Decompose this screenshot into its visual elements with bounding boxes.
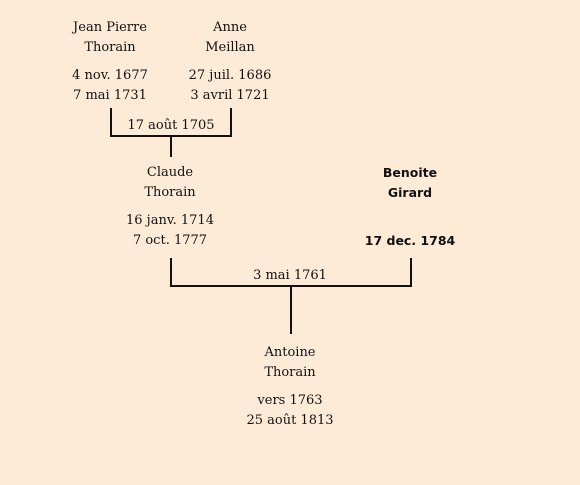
person-death-date: 7 mai 1731	[73, 88, 147, 103]
person-death-date: 17 dec. 1784	[364, 233, 456, 248]
person-first-name: Antoine	[264, 345, 316, 360]
person-birth-date	[335, 211, 485, 231]
person-last-name: Meillan	[205, 40, 255, 55]
person-last-name: Thorain	[264, 365, 316, 380]
person-anne-meillan[interactable]: Anne Meillan 27 juil. 1686 3 avril 1721	[155, 18, 305, 106]
person-jean-pierre-thorain[interactable]: Jean Pierre Thorain 4 nov. 1677 7 mai 17…	[35, 18, 185, 106]
person-first-name: Jean Pierre	[73, 20, 147, 35]
person-benoite-girard[interactable]: Benoite Girard 17 dec. 1784	[335, 163, 485, 251]
marriage-date-2: 3 mai 1761	[253, 268, 327, 283]
person-birth-date: 27 juil. 1686	[188, 68, 272, 83]
person-antoine-thorain[interactable]: Antoine Thorain vers 1763 25 août 1813	[215, 343, 365, 431]
person-birth-date: 4 nov. 1677	[72, 68, 148, 83]
person-death-date: 25 août 1813	[246, 413, 334, 428]
person-death-date: 3 avril 1721	[190, 88, 270, 103]
person-last-name: Thorain	[144, 185, 196, 200]
marriage-date-1: 17 août 1705	[127, 118, 215, 133]
person-death-date: 7 oct. 1777	[132, 233, 208, 248]
person-first-name: Claude	[146, 165, 194, 180]
person-birth-date: vers 1763	[257, 393, 323, 408]
person-last-name: Thorain	[84, 40, 136, 55]
person-first-name: Benoite	[382, 165, 438, 180]
person-birth-date: 16 janv. 1714	[126, 213, 214, 228]
person-claude-thorain[interactable]: Claude Thorain 16 janv. 1714 7 oct. 1777	[95, 163, 245, 251]
person-first-name: Anne	[213, 20, 247, 35]
person-last-name: Girard	[387, 185, 433, 200]
